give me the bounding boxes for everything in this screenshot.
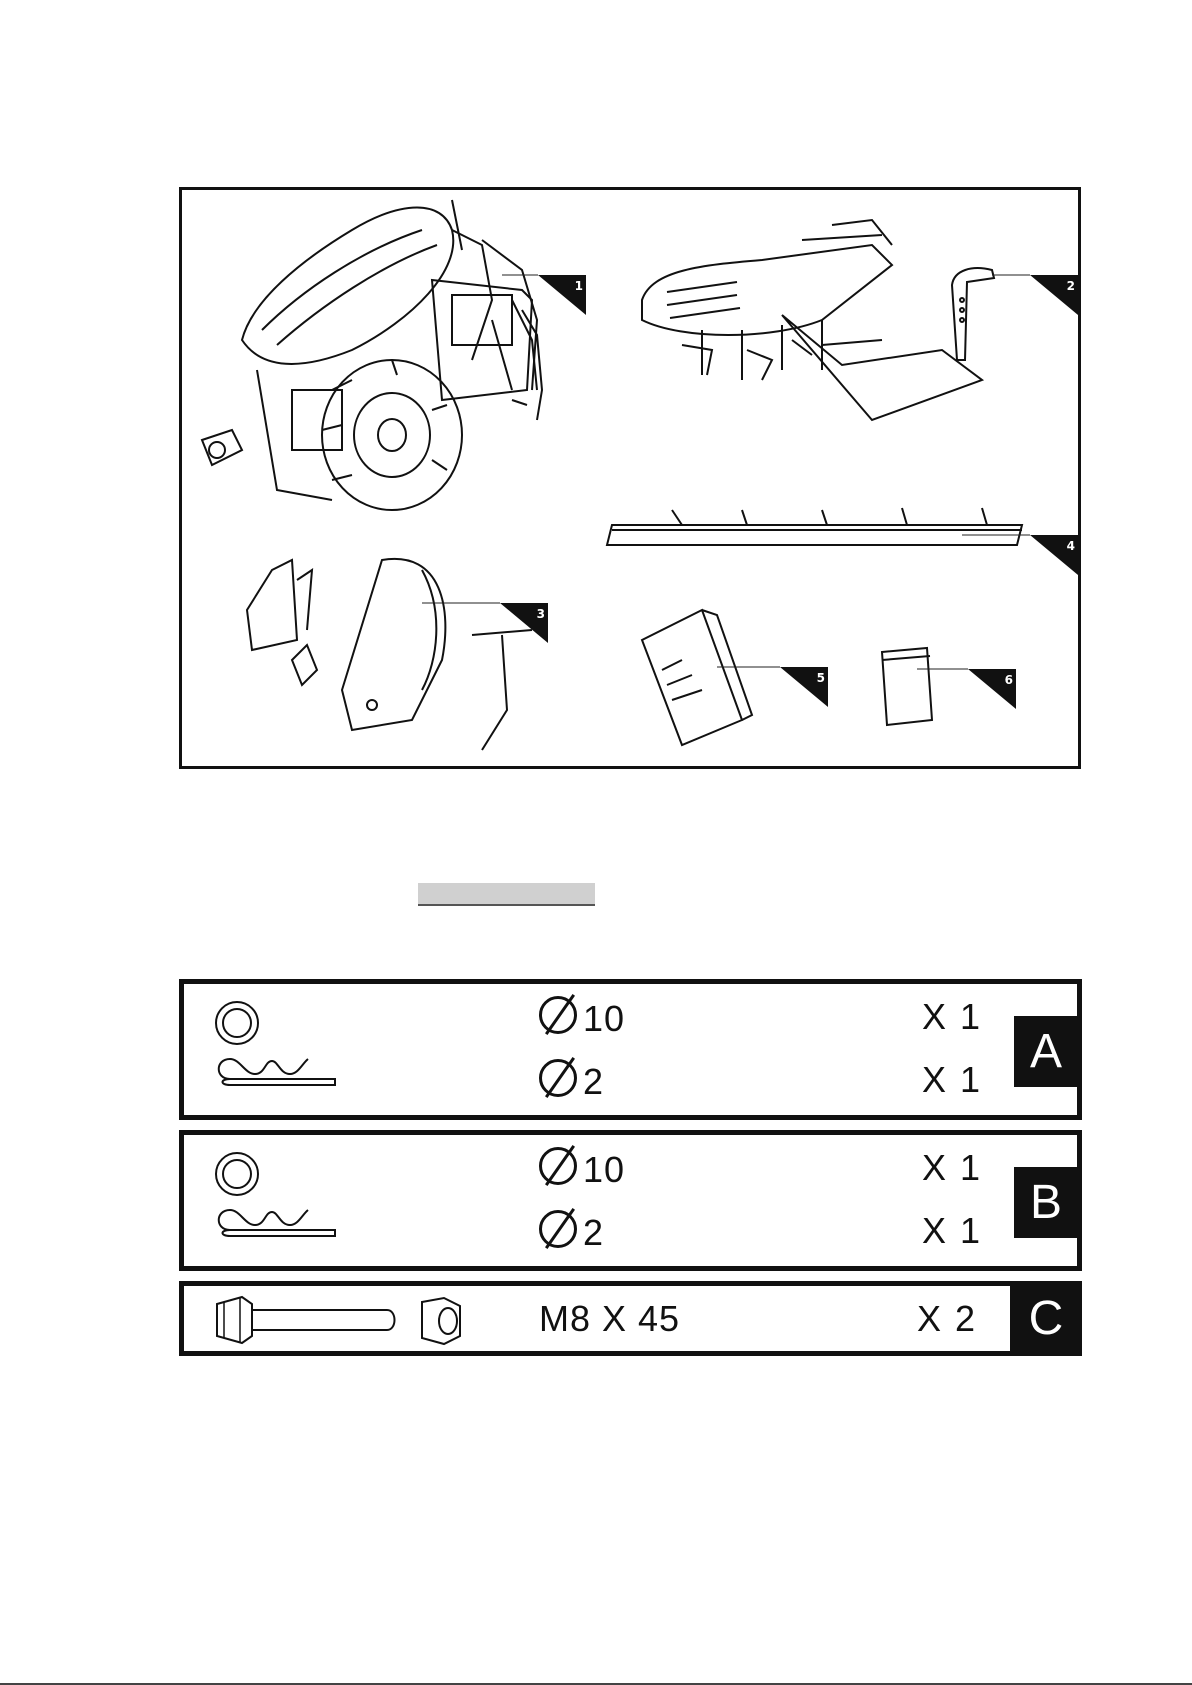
size-value: 10 xyxy=(583,998,625,1039)
diameter-symbol-icon xyxy=(539,996,577,1034)
size-value: 2 xyxy=(583,1061,604,1102)
pack-letter: B xyxy=(1014,1167,1078,1238)
depth-stick-and-parts-drawing xyxy=(247,559,532,750)
tiller-cover-and-rotor-drawing xyxy=(642,220,994,420)
hardware-bag-drawing xyxy=(882,648,932,725)
parts-overview-figure: 1 2 3 4 5 6 xyxy=(179,187,1081,769)
hardware-row: M8 X 45 X 2 xyxy=(184,1286,1077,1354)
hardware-pack-b: 10 X 1 2 X 1 B xyxy=(179,1130,1082,1271)
callout-2: 2 xyxy=(1067,279,1075,293)
callout-5: 5 xyxy=(817,671,825,685)
quantity-value: X 1 xyxy=(922,1147,982,1189)
size-value: 2 xyxy=(583,1212,604,1253)
callout-1: 1 xyxy=(575,279,583,293)
quantity-value: X 1 xyxy=(922,1059,982,1101)
diameter-symbol-icon xyxy=(539,1059,577,1097)
hardware-row: 10 X 1 xyxy=(184,984,1077,1052)
bolt-and-nut-icon xyxy=(212,1292,472,1348)
callout-4: 4 xyxy=(1067,539,1075,553)
hardware-row: 10 X 1 xyxy=(184,1135,1077,1203)
pack-letter: C xyxy=(1010,1286,1082,1351)
tiller-machine-drawing xyxy=(202,200,542,510)
pack-letter: A xyxy=(1014,1016,1078,1087)
hardware-pack-a: 10 X 1 2 X 1 A xyxy=(179,979,1082,1120)
hardware-row: 2 X 1 xyxy=(184,1200,1077,1268)
hardware-pack-c: M8 X 45 X 2 C xyxy=(179,1281,1082,1356)
callout-3: 3 xyxy=(537,607,545,621)
callout-6: 6 xyxy=(1005,673,1013,687)
size-value: 10 xyxy=(583,1149,625,1190)
tine-bar-drawing xyxy=(607,508,1022,545)
quantity-value: X 1 xyxy=(922,996,982,1038)
quantity-value: X 1 xyxy=(922,1210,982,1252)
r-clip-pin-icon xyxy=(210,1200,340,1250)
size-value: M8 X 45 xyxy=(539,1298,680,1340)
diameter-symbol-icon xyxy=(539,1147,577,1185)
quantity-value: X 2 xyxy=(917,1298,977,1340)
parts-illustration: 1 2 3 4 5 6 xyxy=(182,190,1078,766)
washer-icon xyxy=(212,998,262,1048)
washer-icon xyxy=(212,1149,262,1199)
diameter-symbol-icon xyxy=(539,1210,577,1248)
section-heading-placeholder-bar xyxy=(418,883,595,906)
manual-booklet-drawing xyxy=(642,610,752,745)
hardware-row: 2 X 1 xyxy=(184,1049,1077,1117)
r-clip-pin-icon xyxy=(210,1049,340,1099)
